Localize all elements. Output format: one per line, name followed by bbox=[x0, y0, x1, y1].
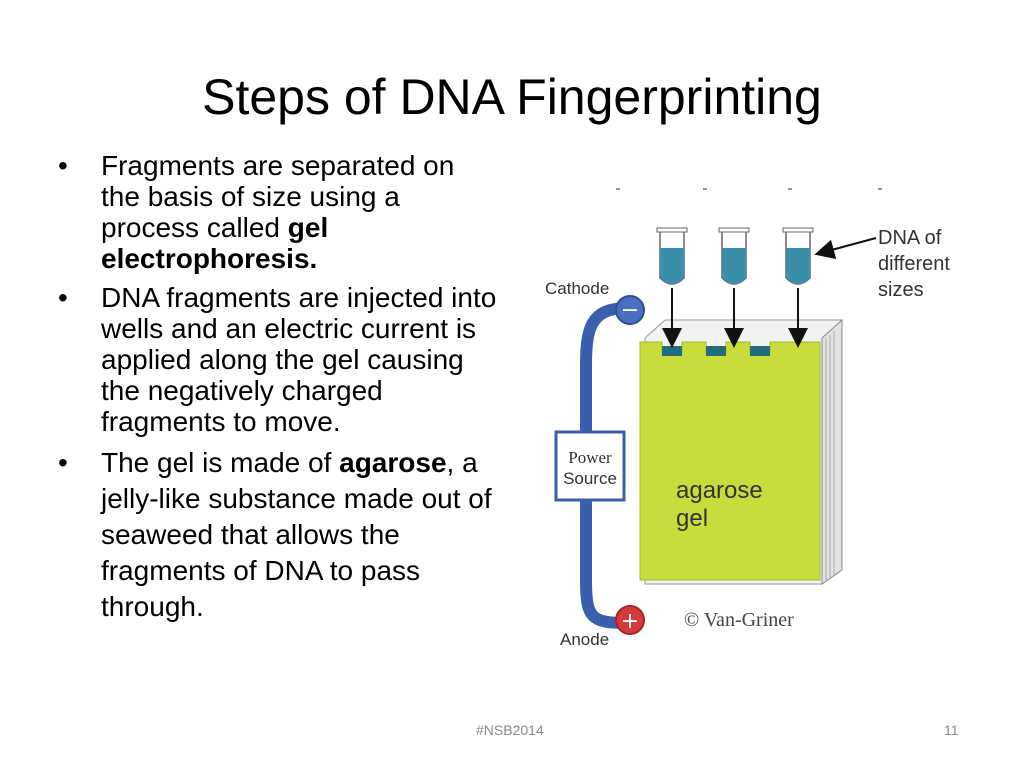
bullet-text: DNA fragments are injected into wells an… bbox=[101, 282, 497, 437]
bullet-text: , a jelly-like substance made out of sea… bbox=[101, 447, 492, 622]
cathode-label: Cathode bbox=[545, 279, 609, 298]
minus-terminal-icon bbox=[615, 295, 645, 325]
dna-label-line2: different bbox=[878, 253, 950, 275]
dna-label-line3: sizes bbox=[878, 279, 924, 301]
bullet-item: • The gel is made of agarose, a jelly-li… bbox=[58, 445, 498, 625]
test-tube-icon bbox=[782, 227, 814, 285]
gel-side-plate bbox=[821, 318, 843, 585]
bullet-bold-text: gel electrophoresis. bbox=[101, 212, 329, 274]
bullet-item: • DNA fragments are injected into wells … bbox=[58, 282, 498, 437]
gel-well bbox=[750, 346, 770, 356]
plus-terminal-icon bbox=[615, 605, 645, 635]
top-dashes bbox=[616, 188, 882, 190]
dna-label-arrow-icon bbox=[814, 237, 877, 260]
bullet-dot-icon: • bbox=[58, 150, 68, 181]
plus-symbol: + bbox=[621, 609, 639, 634]
page-number: 11 bbox=[944, 722, 959, 738]
agarose-gel bbox=[639, 341, 821, 581]
test-tube-icon bbox=[718, 227, 750, 285]
bullet-bold-text: agarose bbox=[339, 447, 447, 478]
bullet-list: • Fragments are separated on the basis o… bbox=[58, 150, 498, 633]
electrophoresis-illustration: Power Source − + bbox=[545, 188, 950, 649]
bullet-dot-icon: • bbox=[58, 282, 68, 313]
bullet-item: • Fragments are separated on the basis o… bbox=[58, 150, 498, 274]
electrophoresis-diagram: Power Source − + bbox=[520, 178, 990, 658]
gel-well bbox=[662, 346, 682, 356]
power-source-box bbox=[554, 430, 626, 502]
bullet-text: Fragments are separated on the basis of … bbox=[101, 150, 455, 243]
credit-label: © Van-Griner bbox=[684, 609, 794, 631]
test-tube-icon bbox=[656, 227, 688, 285]
power-source-label-line2: Source bbox=[563, 469, 617, 488]
gel-well bbox=[706, 346, 726, 356]
power-source-label-line1: Power bbox=[568, 448, 612, 467]
bullet-text: The gel is made of bbox=[101, 447, 340, 478]
footer-hashtag: #NSB2014 bbox=[476, 722, 544, 738]
gel-label-line2: gel bbox=[676, 505, 708, 532]
anode-label: Anode bbox=[560, 630, 609, 649]
dna-label-line1: DNA of bbox=[878, 227, 942, 249]
slide-title: Steps of DNA Fingerprinting bbox=[202, 69, 822, 125]
bullet-dot-icon: • bbox=[58, 447, 68, 478]
minus-symbol: − bbox=[621, 298, 639, 323]
gel-label-line1: agarose bbox=[676, 477, 763, 504]
